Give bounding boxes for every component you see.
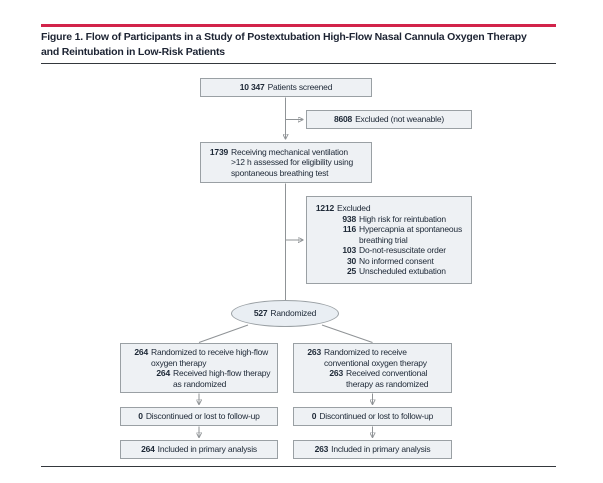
excluded-header-row: 1212 Excluded <box>312 203 469 214</box>
connector-randomized-to-highflow <box>198 324 249 343</box>
highflow-received-row: 264 Received high-flow therapy as random… <box>126 368 275 389</box>
label-high-risk: High risk for reintubation <box>359 213 446 224</box>
count-excluded: 1212 <box>315 203 334 214</box>
conventional-received-row: 263 Received conventional therapy as ran… <box>299 368 449 389</box>
label-highflow-analyzed: Included in primary analysis <box>157 444 257 455</box>
count-highflow-received: 264 <box>156 368 170 378</box>
label-conventional-discontinued: Discontinued or lost to follow-up <box>319 411 434 422</box>
node-highflow-discontinued: 0 Discontinued or lost to follow-up <box>120 407 278 426</box>
node-patients-screened: 10 347 Patients screened <box>200 78 372 97</box>
node-conventional-analyzed: 263 Included in primary analysis <box>293 440 452 459</box>
label-highflow-discontinued: Discontinued or lost to follow-up <box>145 411 260 422</box>
count-highflow-discontinued: 0 <box>138 411 143 422</box>
count-conventional-discontinued: 0 <box>311 411 317 422</box>
label-highflow-received: Received high-flow therapy as randomized <box>173 368 271 389</box>
label-conventional-received: Received conventional therapy as randomi… <box>346 368 429 389</box>
highflow-assigned-row: 264 Randomized to receive high-flow oxyg… <box>126 347 275 368</box>
assessed-row: 1739 Receiving mechanical ventilation >1… <box>206 147 369 179</box>
excluded-reason-row: 30 No informed consent <box>312 256 469 267</box>
count-highflow-analyzed: 264 <box>141 444 155 455</box>
label-dnr: Do-not-resuscitate order <box>359 245 446 256</box>
excluded-reason-row: 116 Hypercapnia at spontaneous breathing… <box>312 224 469 245</box>
count-conventional-received: 263 <box>329 368 343 378</box>
excluded-reason-row: 103 Do-not-resuscitate order <box>312 245 469 256</box>
excluded-reason-row: 25 Unscheduled extubation <box>312 266 469 277</box>
node-assessed-eligibility: 1739 Receiving mechanical ventilation >1… <box>200 142 372 183</box>
connector-randomized-to-conventional <box>321 324 373 343</box>
title-divider <box>41 63 556 65</box>
count-high-risk: 938 <box>342 213 356 224</box>
count-unscheduled: 25 <box>346 266 356 277</box>
node-excluded-not-weanable: 8608 Excluded (not weanable) <box>306 110 472 129</box>
label-conventional-assigned: Randomized to receive conventional oxyge… <box>324 347 427 368</box>
count-screened: 10 347 <box>239 82 265 93</box>
node-highflow-analyzed: 264 Included in primary analysis <box>120 440 278 459</box>
count-dnr: 103 <box>342 245 356 256</box>
count-excluded-not-weanable: 8608 <box>333 114 353 125</box>
figure-title-line1: Figure 1. Flow of Participants in a Stud… <box>41 31 527 43</box>
count-no-consent: 30 <box>346 255 356 266</box>
count-conventional-analyzed: 263 <box>314 444 329 455</box>
label-highflow-assigned: Randomized to receive high-flow oxygen t… <box>151 347 269 368</box>
label-screened: Patients screened <box>267 82 333 93</box>
figure-title: Figure 1. Flow of Participants in a Stud… <box>41 30 571 59</box>
count-conventional-assigned: 263 <box>307 347 321 357</box>
label-excluded-not-weanable: Excluded (not weanable) <box>355 114 445 125</box>
accent-rule <box>41 24 556 27</box>
count-assessed: 1739 <box>209 146 228 157</box>
excluded-reason-row: 938 High risk for reintubation <box>312 214 469 225</box>
label-conventional-analyzed: Included in primary analysis <box>331 444 431 455</box>
count-highflow-assigned: 264 <box>134 347 148 357</box>
conventional-assigned-row: 263 Randomized to receive conventional o… <box>299 347 449 368</box>
label-randomized: Randomized <box>270 308 317 319</box>
label-no-consent: No informed consent <box>359 255 434 266</box>
label-hypercapnia: Hypercapnia at spontaneous breathing tri… <box>359 224 463 245</box>
label-assessed: Receiving mechanical ventilation >12 h a… <box>231 146 354 178</box>
label-excluded: Excluded <box>337 203 371 214</box>
figure-bottom-rule <box>41 466 556 468</box>
count-hypercapnia: 116 <box>342 224 356 235</box>
count-randomized: 527 <box>253 308 268 319</box>
node-excluded: 1212 Excluded 938 High risk for reintuba… <box>306 196 472 284</box>
node-conventional-discontinued: 0 Discontinued or lost to follow-up <box>293 407 452 426</box>
node-highflow-assigned: 264 Randomized to receive high-flow oxyg… <box>120 343 278 393</box>
node-randomized: 527 Randomized <box>231 300 339 327</box>
label-unscheduled: Unscheduled extubation <box>359 266 446 277</box>
node-conventional-assigned: 263 Randomized to receive conventional o… <box>293 343 452 393</box>
figure-title-line2: and Reintubation in Low-Risk Patients <box>41 45 225 58</box>
